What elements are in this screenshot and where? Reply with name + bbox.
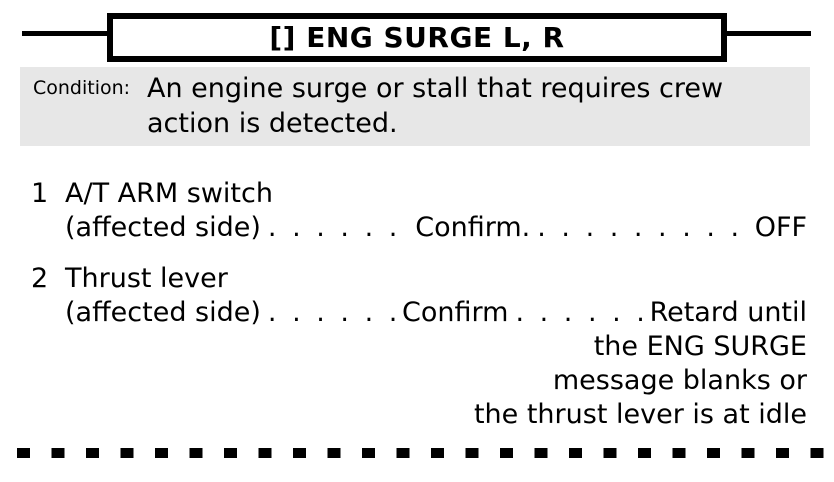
item-action-row: (affected side) . . . . . . . . . . . . … <box>65 211 807 245</box>
item-result: OFF <box>754 212 807 243</box>
checklist-item-2: 2 Thrust lever (affected side) . . . . .… <box>31 262 807 432</box>
dot-leader: . . . . . . . . . . . . . . . . . . . . … <box>267 212 415 243</box>
item-result-continuation: message blanks or <box>552 365 807 396</box>
item-qualifier: (affected side) <box>65 212 261 243</box>
item-result-continuation: the thrust lever is at idle <box>473 399 807 430</box>
item-name: A/T ARM switch <box>65 178 273 209</box>
checklist-item-1: 1 A/T ARM switch (affected side) . . . .… <box>31 177 807 245</box>
item-body: Thrust lever (affected side) . . . . . .… <box>65 262 807 432</box>
condition-text-line: action is detected. <box>147 108 398 139</box>
item-name: Thrust lever <box>65 263 228 294</box>
dot-leader: . . . . . . . . . . . . . . . . . . . . … <box>537 212 754 243</box>
item-number: 1 <box>31 178 49 209</box>
title-left-rule <box>22 31 107 36</box>
dot-leader: . . . . . . . . . . . . . . . . . . . . … <box>267 297 402 328</box>
checklist-title: [] ENG SURGE L, R <box>269 21 565 54</box>
checklist-title-box: [] ENG SURGE L, R <box>107 13 727 62</box>
item-action: Confirm <box>402 297 509 328</box>
item-qualifier: (affected side) <box>65 297 261 328</box>
item-body: A/T ARM switch (affected side) . . . . .… <box>65 177 807 245</box>
item-action-row: (affected side) . . . . . . . . . . . . … <box>65 296 807 330</box>
end-of-checklist-dashed-rule <box>17 448 824 458</box>
condition-text-line: An engine surge or stall that requires c… <box>147 73 724 104</box>
condition-label: Condition: <box>33 77 131 99</box>
item-action: Confirm. <box>415 212 531 243</box>
dot-leader: . . . . . . . . . . . . . . . . . . . . … <box>515 297 649 328</box>
item-number: 2 <box>31 263 49 294</box>
title-right-rule <box>727 31 811 36</box>
item-result-continuation: the ENG SURGE <box>593 331 807 362</box>
condition-box: Condition: An engine surge or stall that… <box>20 67 810 146</box>
condition-text: An engine surge or stall that requires c… <box>147 71 723 141</box>
item-result: Retard until <box>649 297 808 328</box>
